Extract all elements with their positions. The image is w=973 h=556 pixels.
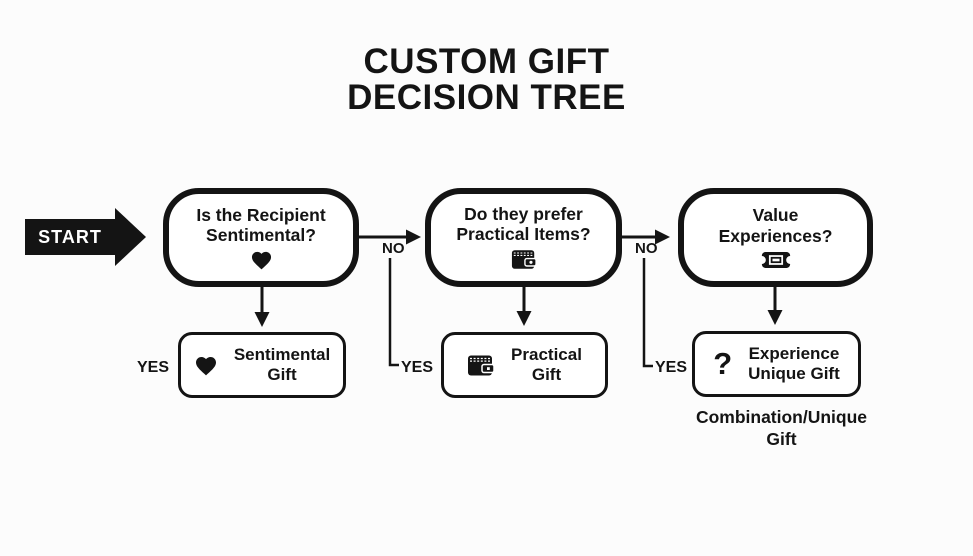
start-arrow-head [115, 208, 146, 266]
result-box-experience-gift: ? Experience Unique Gift [692, 331, 861, 397]
edge-label-yes-3: YES [655, 359, 688, 376]
page-title: CUSTOM GIFT DECISION TREE [0, 44, 973, 115]
ticket-icon [760, 250, 791, 270]
question-box-sentimental: Is the Recipient Sentimental? [163, 188, 359, 287]
question-mark-glyph: ? [713, 345, 733, 381]
result-text: Sentimental Gift [234, 345, 330, 384]
page-title-line-2: DECISION TREE [347, 77, 626, 117]
result-line: Gift [531, 365, 562, 384]
result-line: Unique Gift [748, 364, 840, 383]
question-line: Experiences? [718, 225, 833, 246]
edge-label-no-1: NO [382, 240, 405, 257]
question-line: Practical Items? [456, 224, 591, 244]
result-line: Practical [511, 345, 582, 365]
edge-label-yes-1: YES [137, 359, 170, 376]
result-text: Experience Unique Gift [748, 344, 840, 383]
footnote-combination-gift: Combination/Unique Gift [666, 407, 897, 451]
question-text: Is the Recipient Sentimental? [196, 205, 325, 246]
result-box-sentimental-gift: Sentimental Gift [178, 332, 346, 398]
wallet-icon [467, 353, 495, 378]
result-line: Sentimental [233, 345, 331, 365]
edge-label-no-2: NO [635, 240, 658, 257]
start-arrow-body: START [25, 219, 115, 255]
footnote-line: Gift [766, 428, 797, 449]
start-label: START [38, 226, 102, 247]
result-line: Gift [267, 365, 297, 384]
question-line: Value [752, 205, 799, 226]
question-line: Sentimental? [206, 225, 316, 245]
page-title-line-1: CUSTOM GIFT [363, 42, 610, 81]
question-line: Is the Recipient [196, 204, 326, 225]
footnote-line: Combination/Unique [695, 407, 868, 427]
wallet-icon [511, 248, 537, 271]
question-box-experiences: Value Experiences? [678, 188, 873, 287]
result-text: Practical Gift [511, 345, 582, 384]
result-box-practical-gift: Practical Gift [441, 332, 608, 398]
question-box-practical: Do they prefer Practical Items? [425, 188, 622, 287]
heart-icon [250, 249, 273, 270]
start-arrow: START [25, 208, 146, 266]
result-line: Experience [748, 344, 840, 364]
question-mark-icon: ? [713, 345, 733, 381]
question-line: Do they prefer [464, 203, 583, 224]
question-text: Do they prefer Practical Items? [456, 204, 590, 245]
heart-icon [194, 354, 218, 376]
edge-label-yes-2: YES [401, 359, 434, 376]
question-text: Value Experiences? [719, 205, 833, 246]
